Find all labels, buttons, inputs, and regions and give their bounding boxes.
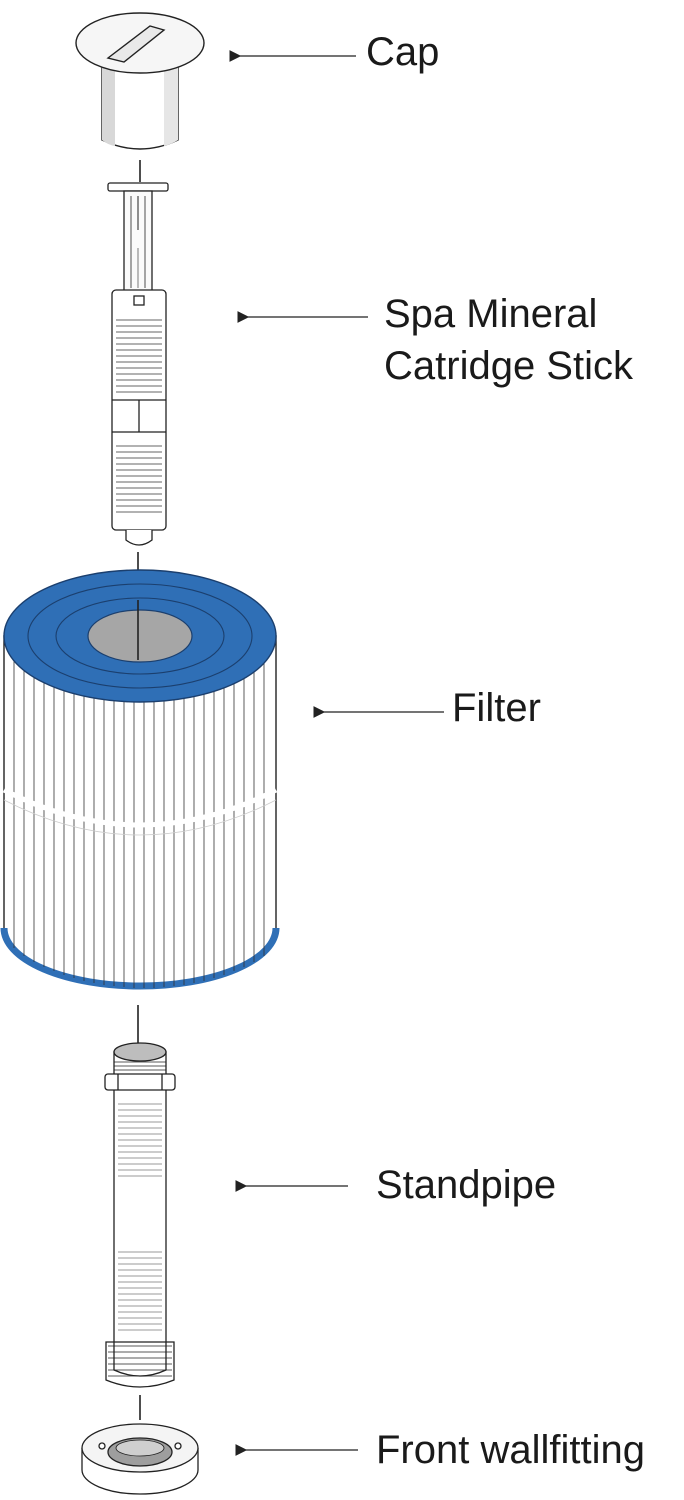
mineral-stick-label-line-1: Spa Mineral <box>384 292 598 336</box>
mineral-stick-label: Spa Mineral Catridge Stick <box>384 288 633 392</box>
filter-part <box>0 569 280 1050</box>
filter-label: Filter <box>452 686 541 730</box>
cap-part <box>75 12 205 182</box>
leader-arrows <box>229 50 444 1456</box>
standpipe-part <box>104 1042 176 1420</box>
front-wallfitting-part <box>81 1423 199 1495</box>
front-wallfitting-label: Front wallfitting <box>376 1428 645 1472</box>
cap-label: Cap <box>366 30 440 74</box>
standpipe-label: Standpipe <box>376 1163 557 1207</box>
mineral-stick-label-line-2: Catridge Stick <box>384 344 633 388</box>
mineral-stick-part <box>107 182 169 630</box>
